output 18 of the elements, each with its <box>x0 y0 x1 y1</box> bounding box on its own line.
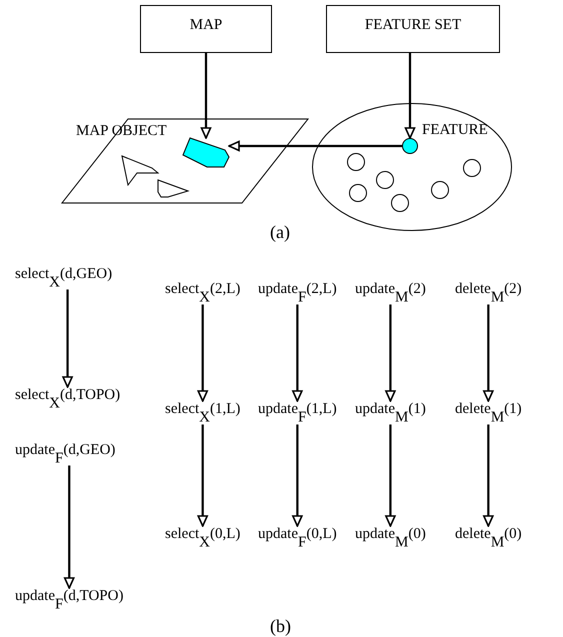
arrow <box>292 424 303 527</box>
entity-box: FEATURE SET <box>326 5 500 53</box>
arrow <box>200 53 212 139</box>
arrow <box>404 53 416 139</box>
arrow <box>385 424 396 527</box>
arrow <box>228 140 402 152</box>
arrow <box>197 424 208 527</box>
arrow <box>64 466 75 589</box>
arrow <box>62 290 73 388</box>
panel-label: (b) <box>270 616 291 637</box>
panel-label: (a) <box>270 222 290 243</box>
entity-box: MAP <box>140 5 272 53</box>
node-label: FEATURE <box>422 122 488 140</box>
arrow <box>197 304 208 402</box>
arrow <box>483 424 494 527</box>
arrow <box>483 304 494 402</box>
arrow <box>292 304 303 402</box>
arrow <box>385 304 396 402</box>
